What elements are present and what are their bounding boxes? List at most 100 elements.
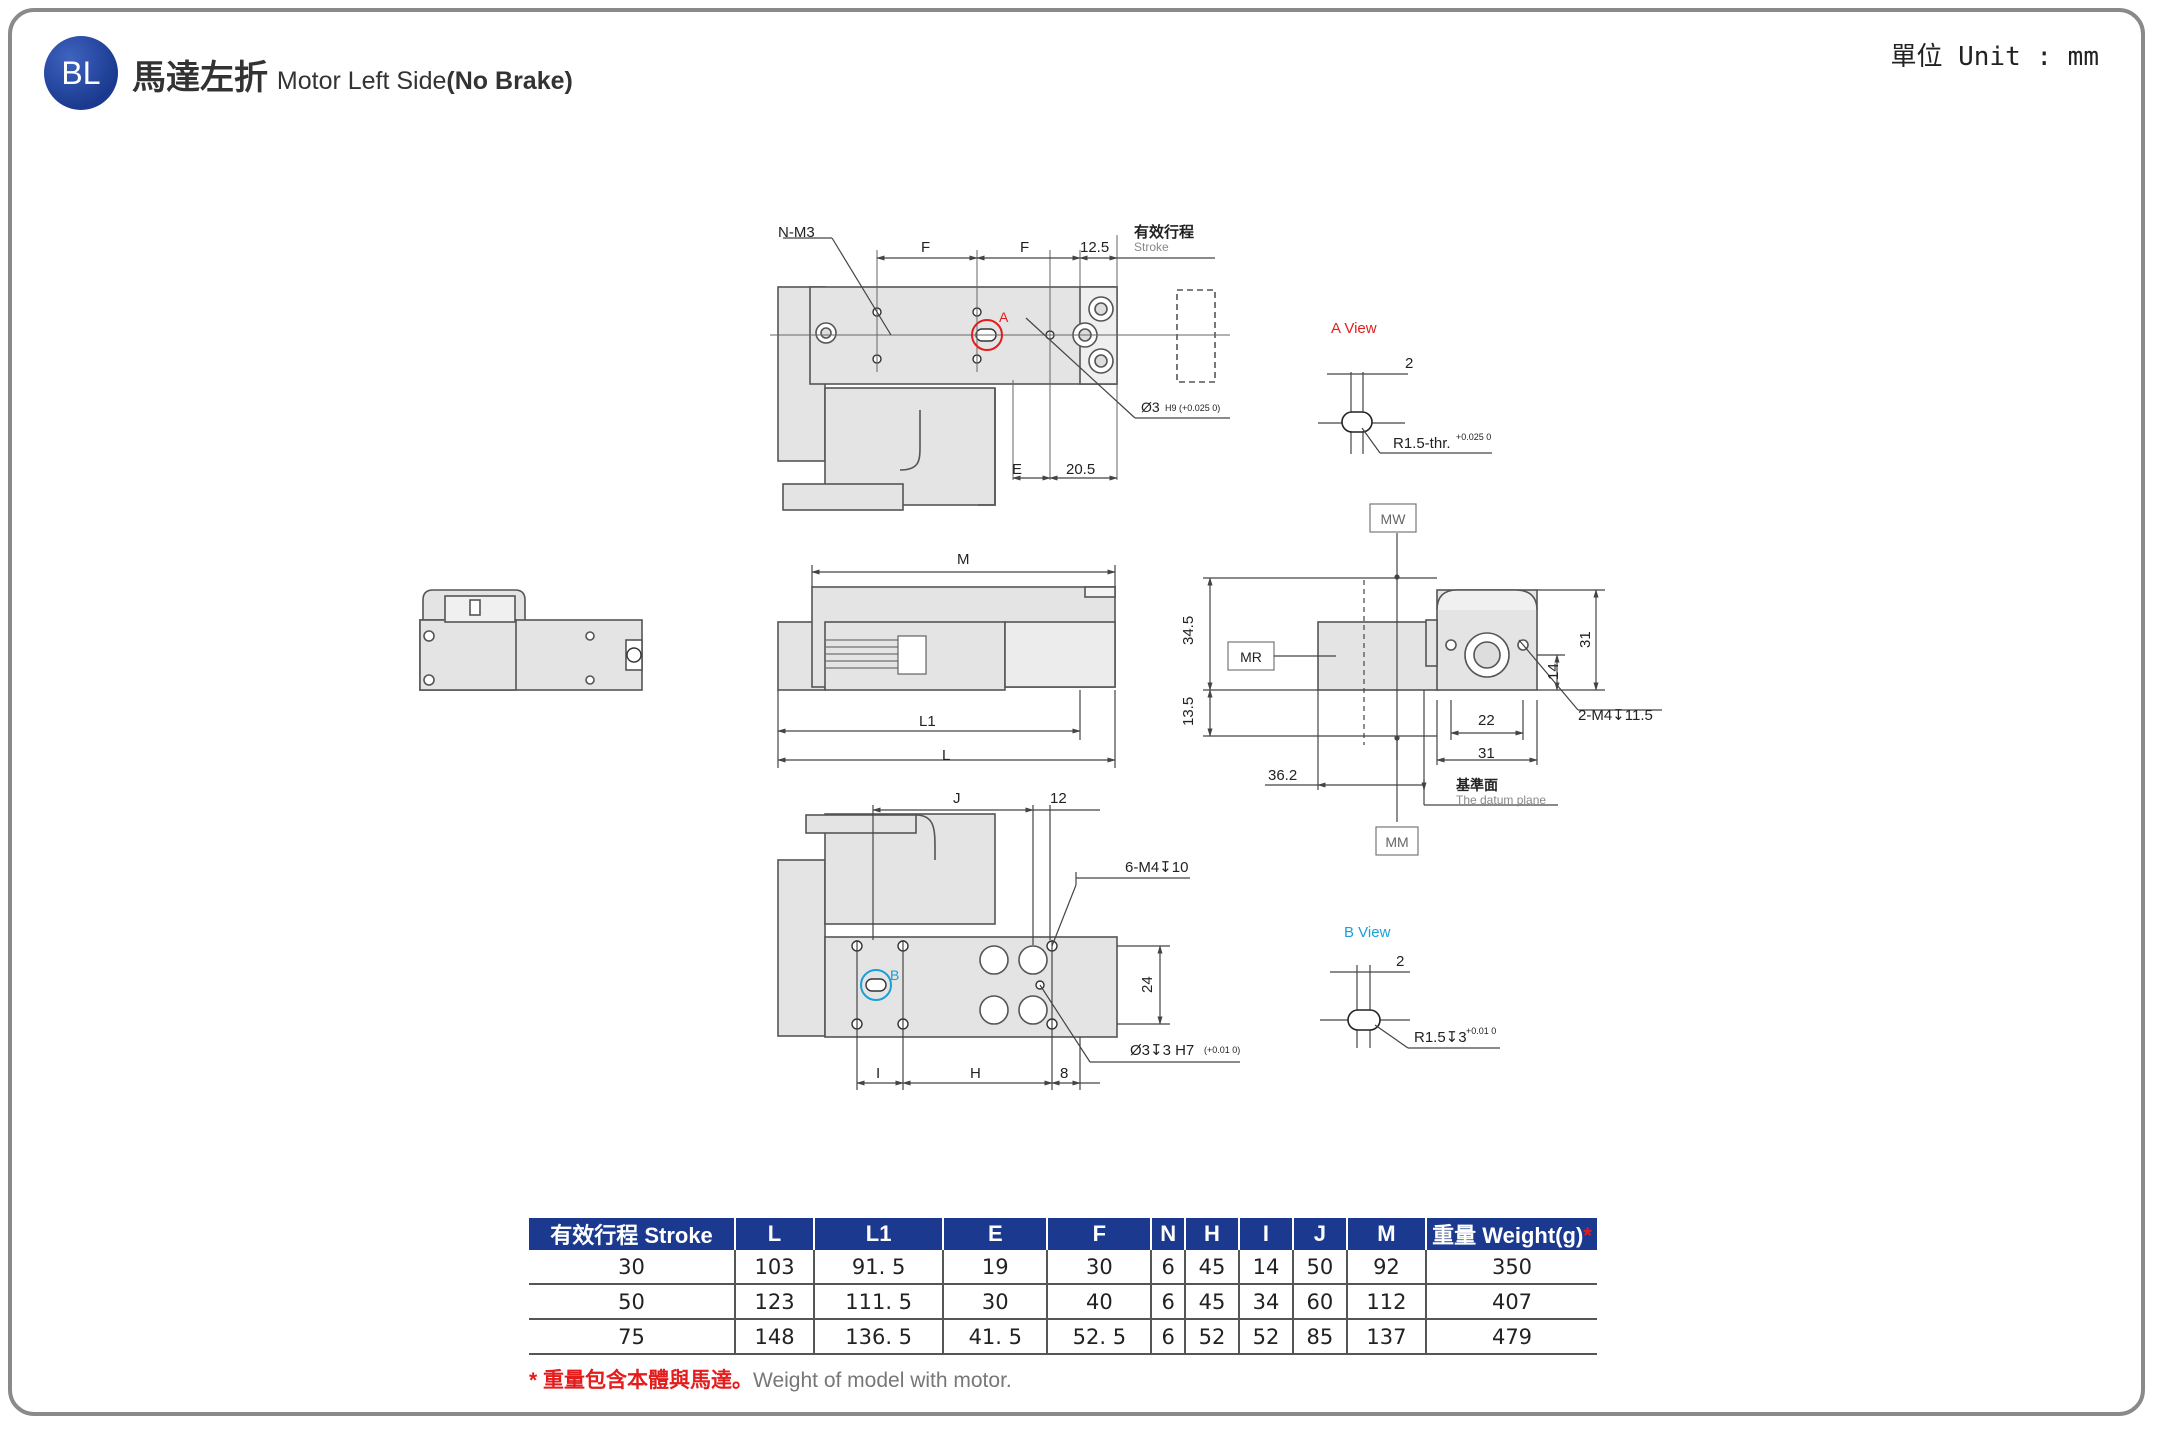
- col-h: H: [1184, 1218, 1239, 1250]
- table-cell: 136. 5: [813, 1319, 944, 1355]
- table-header-row: 有效行程 Stroke L L1 E F N H I J M 重量 Weight…: [529, 1218, 1597, 1250]
- weight-footnote: * 重量包含本體與馬達。Weight of model with motor.: [529, 1364, 1012, 1394]
- table-row: 75 148 136. 5 41. 5 52. 5 6 52 52 85 137…: [529, 1319, 1597, 1355]
- table-cell: 103: [733, 1250, 815, 1285]
- label-l1: L1: [919, 713, 936, 730]
- label-362: 36.2: [1268, 767, 1297, 784]
- title-zh: 馬達左折: [132, 59, 268, 97]
- side-motor-box: [1317, 621, 1439, 691]
- table-cell: 60: [1291, 1284, 1347, 1320]
- label-f1: F: [921, 239, 930, 256]
- label-f2: F: [1020, 239, 1029, 256]
- col-m: M: [1345, 1218, 1426, 1250]
- footnote-zh: * 重量包含本體與馬達。: [529, 1369, 754, 1392]
- front-view: [777, 586, 1116, 691]
- label-mw: MW: [1381, 511, 1407, 527]
- label-b-view: B View: [1344, 924, 1391, 941]
- label-h: H: [970, 1065, 981, 1082]
- stroke-dashed-outline: [1176, 289, 1216, 383]
- table-cell: 137: [1345, 1319, 1426, 1355]
- label-mr: MR: [1240, 649, 1262, 665]
- table-cell: 52. 5: [1046, 1319, 1152, 1355]
- table-cell: 30: [529, 1250, 735, 1285]
- table-row: 30 103 91. 5 19 30 6 45 14 50 92 350: [529, 1250, 1597, 1285]
- table-cell: 112: [1345, 1284, 1426, 1320]
- table-cell: 6: [1150, 1319, 1186, 1355]
- unit-label: 單位 Unit : mm: [1890, 42, 2099, 72]
- table-cell: 479: [1425, 1319, 1597, 1355]
- col-l: L: [733, 1218, 815, 1250]
- label-l: L: [942, 747, 950, 764]
- weight-asterisk: *: [1583, 1223, 1592, 1248]
- table-cell: 14: [1237, 1250, 1293, 1285]
- col-weight: 重量 Weight(g)*: [1425, 1218, 1597, 1250]
- col-n: N: [1150, 1218, 1186, 1250]
- series-badge: BL: [44, 36, 118, 110]
- col-weight-label: 重量 Weight(g): [1432, 1223, 1584, 1248]
- label-r15-thr-tol: +0.025 0: [1456, 432, 1491, 442]
- table-cell: 50: [529, 1284, 735, 1320]
- left-shaft-circle: [626, 647, 642, 663]
- top-view-centerlines: [770, 235, 1230, 480]
- table-cell: 91. 5: [813, 1250, 944, 1285]
- label-nm3: N-M3: [778, 224, 815, 241]
- label-31-v: 31: [1577, 631, 1594, 648]
- label-phi3-top-tol: H9 (+0.025 0): [1165, 403, 1220, 413]
- label-31-h: 31: [1478, 745, 1495, 762]
- table-cell: 123: [733, 1284, 815, 1320]
- label-m4: 2-M4↧11.5: [1578, 707, 1653, 724]
- label-r15-thr: R1.5-thr.: [1393, 435, 1451, 452]
- label-a: A: [999, 309, 1009, 325]
- col-stroke: 有效行程 Stroke: [529, 1218, 735, 1250]
- table-cell: 45: [1184, 1250, 1239, 1285]
- label-r15-3-tol: +0.01 0: [1466, 1026, 1496, 1036]
- label-phi3-bot-tol: (+0.01 0): [1204, 1045, 1240, 1055]
- col-j: J: [1291, 1218, 1347, 1250]
- label-b: B: [890, 967, 899, 983]
- label-e: E: [1012, 461, 1022, 478]
- bottom-motor-block: [777, 859, 826, 1037]
- label-125: 12.5: [1080, 239, 1109, 256]
- a-marker-circle: [971, 319, 1003, 351]
- table-cell: 41. 5: [942, 1319, 1048, 1355]
- table-cell: 45: [1184, 1284, 1239, 1320]
- label-135: 13.5: [1180, 697, 1197, 726]
- label-m: M: [957, 551, 970, 568]
- label-mm: MM: [1385, 834, 1408, 850]
- table-cell: 407: [1425, 1284, 1597, 1320]
- front-wires: [826, 635, 927, 675]
- left-side-view: [419, 589, 643, 691]
- label-datum-en: The datum plane: [1456, 793, 1546, 807]
- label-phi3-bot: Ø3↧3 H7: [1130, 1042, 1194, 1059]
- label-stroke-en: Stroke: [1134, 240, 1169, 254]
- table-cell: 52: [1237, 1319, 1293, 1355]
- label-8: 8: [1060, 1065, 1068, 1082]
- side-section-view: [1317, 589, 1538, 691]
- b-marker-circle: [860, 969, 892, 1001]
- label-r15-3: R1.5↧3: [1414, 1029, 1467, 1046]
- label-205: 20.5: [1066, 461, 1095, 478]
- title-en-bold: (No Brake): [446, 67, 573, 95]
- label-j: J: [953, 790, 961, 807]
- b-view-detail: [1320, 965, 1500, 1049]
- top-cable-guide: [782, 483, 904, 511]
- label-i: I: [876, 1065, 880, 1082]
- table-cell: 148: [733, 1319, 815, 1355]
- label-14: 14: [1545, 663, 1562, 680]
- bottom-view: [777, 813, 1118, 1038]
- spec-table: 有效行程 Stroke L L1 E F N H I J M 重量 Weight…: [529, 1218, 1597, 1355]
- table-row: 50 123 111. 5 30 40 6 45 34 60 112 407: [529, 1284, 1597, 1320]
- page-frame: [8, 8, 2145, 1416]
- label-datum-zh: 基準面: [1456, 777, 1498, 793]
- front-view-dims: [777, 565, 1116, 768]
- table-cell: 30: [1046, 1250, 1152, 1285]
- table-cell: 92: [1345, 1250, 1426, 1285]
- top-view-dims: [783, 237, 1230, 481]
- table-cell: 75: [529, 1319, 735, 1355]
- table-cell: 52: [1184, 1319, 1239, 1355]
- col-i: I: [1237, 1218, 1293, 1250]
- label-12: 12: [1050, 790, 1067, 807]
- a-view-detail: [1318, 372, 1492, 454]
- title-en: Motor Left Side(No Brake): [277, 67, 573, 95]
- label-b-view-2: 2: [1396, 953, 1404, 970]
